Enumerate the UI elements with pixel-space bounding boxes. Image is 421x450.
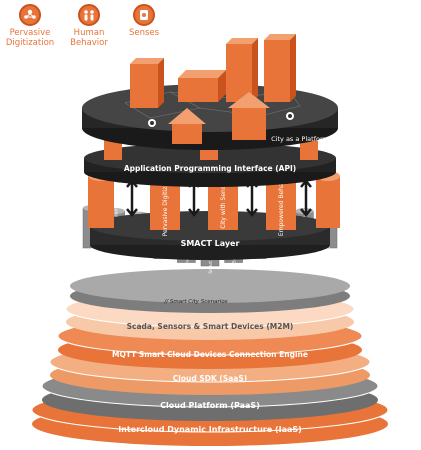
legend-human-behavior: Human Behavior xyxy=(64,4,114,48)
people-network-icon xyxy=(19,4,41,26)
eye-tablet-icon xyxy=(133,4,155,26)
legend-label: Pervasive Digitization xyxy=(5,28,55,48)
legend-label: Senses xyxy=(128,28,160,38)
building-left-tower xyxy=(130,58,164,108)
building-right-tower xyxy=(264,34,296,102)
pillar-label: Pervasive Digitization xyxy=(162,171,169,236)
legend-senses: Senses xyxy=(121,4,167,38)
api-layer: Application Programming Interface (API) xyxy=(84,143,336,187)
sdk-label: Cloud SDK (SaaS) xyxy=(173,374,247,383)
city-buildings xyxy=(130,34,296,144)
pillar-label: City with Senses xyxy=(220,179,227,229)
double-arrow-icon xyxy=(300,179,312,217)
smact-label: SMACT Layer xyxy=(181,239,240,248)
building-center-left xyxy=(178,70,226,102)
house-front-left xyxy=(168,108,206,144)
node-icon xyxy=(148,119,156,127)
pillar-label: Empowered Behavior xyxy=(278,171,285,236)
double-arrow-icon xyxy=(126,179,138,217)
platform-label: City as a Platform xyxy=(271,135,329,143)
building-center-tower xyxy=(226,38,258,102)
mqtt-label: MQTT Smart Cloud Devices Connection Engi… xyxy=(112,350,308,359)
legend-pervasive-digitization: Pervasive Digitization xyxy=(0,4,60,48)
iaas-label: Intercloud Dynamic Infrastructure (IaaS) xyxy=(118,425,302,434)
house-front-right xyxy=(228,92,270,140)
legend-label: Human Behavior xyxy=(70,28,108,48)
scada-label: Scada, Sensors & Smart Devices (M2M) xyxy=(127,322,294,331)
paas-label: Cloud Platform (PaaS) xyxy=(160,401,260,410)
api-label: Application Programming Interface (API) xyxy=(124,164,296,173)
pillar-right-outer xyxy=(316,171,340,228)
pillar-empowered-behavior: Empowered Behavior xyxy=(266,171,296,236)
node-icon xyxy=(286,112,294,120)
people-group-icon xyxy=(78,4,100,26)
scenarios-disc: // Smart City Scenarios xyxy=(70,269,350,313)
smart-city-scenarios-label: // Smart City Scenarios xyxy=(163,299,227,305)
